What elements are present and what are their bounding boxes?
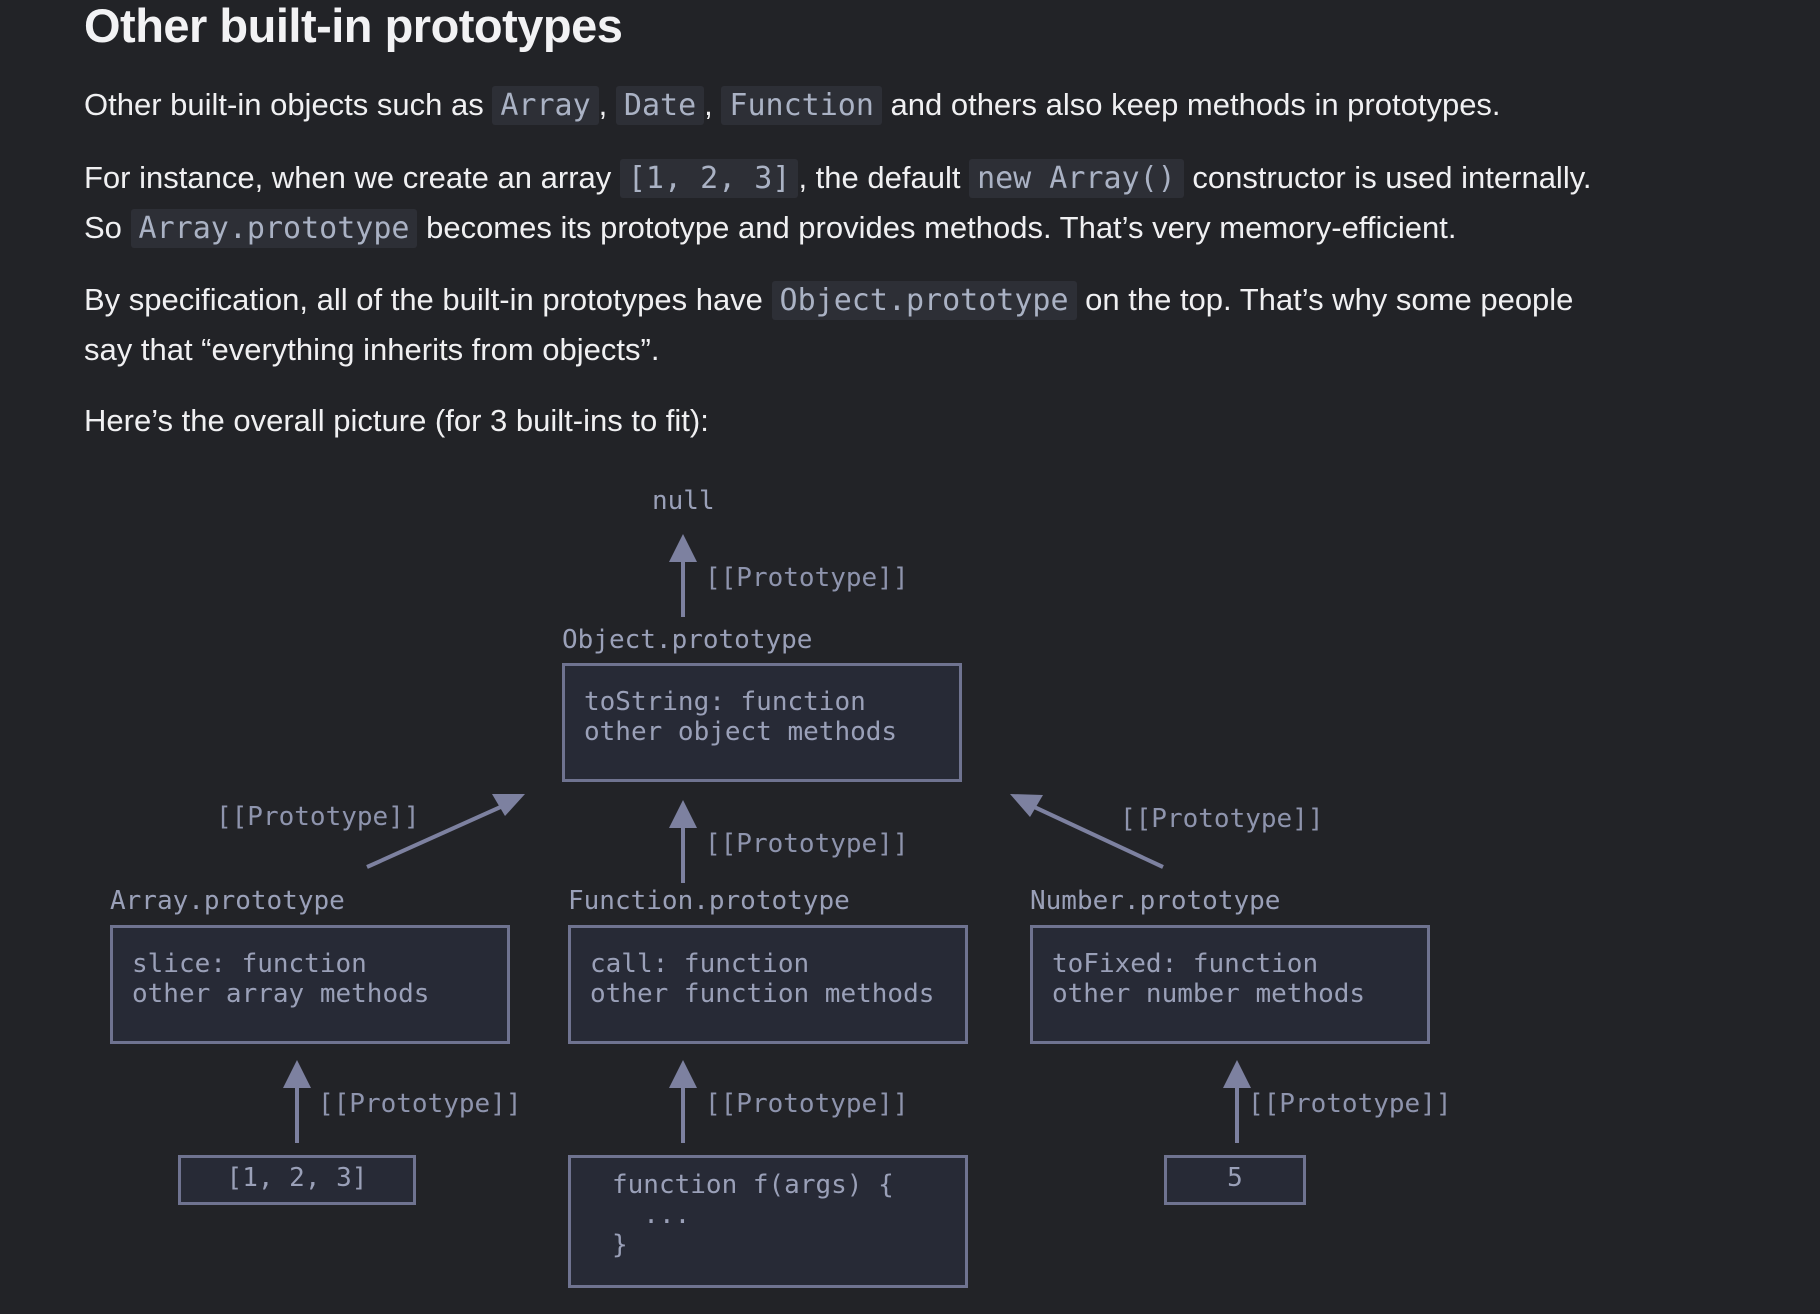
text: say that “everything inherits from objec…	[84, 332, 660, 367]
arrow-number-to-object	[1029, 803, 1164, 869]
text: becomes its prototype and provides metho…	[417, 210, 1457, 245]
paragraph-array-example: For instance, when we create an array [1…	[84, 153, 1592, 253]
null-label: null	[652, 486, 715, 516]
array-prototype-box	[110, 925, 510, 1044]
text: By specification, all of the built-in pr…	[84, 282, 772, 317]
paragraph-builtin-objects: Other built-in objects such as Array, Da…	[84, 80, 1501, 130]
text: ,	[704, 87, 722, 122]
object-prototype-box	[562, 663, 962, 782]
text: So	[84, 210, 131, 245]
text: constructor is used internally.	[1183, 160, 1592, 195]
text: and others also keep methods in prototyp…	[881, 87, 1501, 122]
arrow-head-icon	[283, 1060, 311, 1088]
section-heading: Other built-in prototypes	[84, 0, 623, 52]
article: Other built-in prototypes Other built-in…	[84, 0, 1744, 438]
function-instance-code: }	[612, 1230, 628, 1260]
text: ,	[598, 87, 616, 122]
function-prototype-box	[568, 925, 968, 1044]
function-prototype-method: other function methods	[590, 979, 935, 1009]
arrow-head-icon	[669, 800, 697, 828]
array-prototype-method: other array methods	[132, 979, 430, 1009]
array-prototype-title: Array.prototype	[110, 886, 345, 916]
function-prototype-method: call: function	[590, 949, 810, 979]
number-instance-value: 5	[1227, 1163, 1243, 1193]
object-prototype-method: other object methods	[584, 717, 898, 747]
number-prototype-method: toFixed: function	[1052, 949, 1319, 979]
number-prototype-box	[1030, 925, 1430, 1044]
arrow-head-icon	[669, 534, 697, 562]
code-new-array: new Array()	[969, 159, 1184, 198]
arrow-head-icon	[669, 1060, 697, 1088]
arrow-head-icon	[1010, 794, 1043, 817]
array-prototype-method: slice: function	[132, 949, 367, 979]
object-prototype-method: toString: function	[584, 687, 866, 717]
text: For instance, when we create an array	[84, 160, 620, 195]
prototype-link-label: [[Prototype]]	[318, 1089, 522, 1119]
arrow-head-icon	[492, 794, 525, 816]
number-prototype-method: other number methods	[1052, 979, 1366, 1009]
number-instance-box	[1164, 1155, 1306, 1205]
function-prototype-title: Function.prototype	[568, 886, 850, 916]
object-prototype-title: Object.prototype	[562, 625, 813, 655]
prototype-link-label: [[Prototype]]	[1248, 1089, 1452, 1119]
function-instance-code: ...	[612, 1200, 691, 1230]
number-prototype-title: Number.prototype	[1030, 886, 1281, 916]
code-object-prototype: Object.prototype	[771, 281, 1077, 320]
arrow-head-icon	[1223, 1060, 1251, 1088]
code-array-prototype: Array.prototype	[130, 209, 418, 248]
prototype-link-label: [[Prototype]]	[705, 829, 909, 859]
arrow-array-to-object	[366, 803, 506, 869]
prototype-link-label: [[Prototype]]	[216, 802, 420, 832]
text: Other built-in objects such as	[84, 87, 493, 122]
code-array-literal: [1, 2, 3]	[619, 159, 799, 198]
code-function: Function	[721, 86, 882, 125]
prototype-link-label: [[Prototype]]	[1120, 804, 1324, 834]
array-instance-value: [1, 2, 3]	[226, 1163, 368, 1193]
code-date: Date	[615, 86, 705, 125]
prototype-link-label: [[Prototype]]	[705, 563, 909, 593]
prototype-link-label: [[Prototype]]	[705, 1089, 909, 1119]
text: on the top. That’s why some people	[1076, 282, 1574, 317]
function-instance-code: function f(args) {	[612, 1170, 894, 1200]
paragraph-overall-picture: Here’s the overall picture (for 3 built-…	[84, 403, 709, 438]
paragraph-specification: By specification, all of the built-in pr…	[84, 275, 1573, 374]
function-instance-box	[568, 1155, 968, 1288]
text: , the default	[798, 160, 970, 195]
code-array: Array	[492, 86, 599, 125]
array-instance-box	[178, 1155, 416, 1205]
